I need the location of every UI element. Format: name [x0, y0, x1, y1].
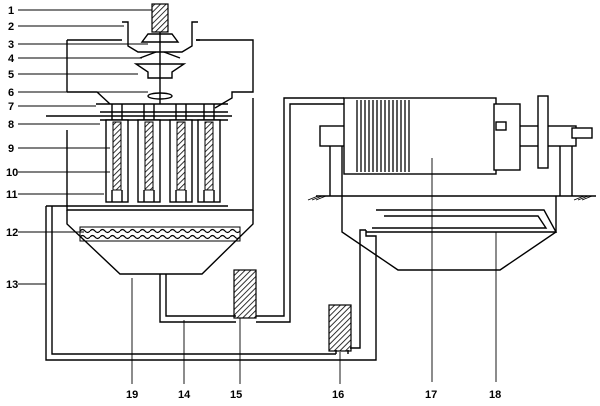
label-14: 14	[178, 389, 191, 401]
label-2: 2	[8, 21, 14, 33]
tube-3	[169, 104, 193, 203]
tube-4	[197, 104, 221, 203]
filter-layer	[79, 226, 241, 242]
label-6: 6	[8, 87, 14, 99]
label-17: 17	[425, 389, 437, 401]
tube-bank	[46, 103, 232, 207]
tube-1	[105, 104, 129, 203]
drum-filter	[307, 95, 596, 382]
label-1: 1	[8, 5, 14, 17]
label-19: 19	[126, 389, 138, 401]
pump-15	[233, 269, 257, 319]
pump-16	[328, 304, 352, 352]
label-15: 15	[230, 389, 242, 401]
label-9: 9	[8, 143, 14, 155]
label-3: 3	[8, 39, 14, 51]
label-4: 4	[8, 53, 15, 65]
label-12: 12	[6, 227, 18, 239]
label-10: 10	[6, 167, 18, 179]
leader-lines	[18, 9, 341, 384]
label-18: 18	[489, 389, 501, 401]
pipe-network	[45, 97, 377, 361]
label-16: 16	[332, 389, 344, 401]
label-11: 11	[6, 189, 18, 201]
label-group: 1 2 3 4 5 6 7 8 9 10 11 12 13 19 14 15 1…	[6, 5, 501, 401]
tube-2	[137, 104, 161, 203]
left-tank	[66, 39, 254, 275]
label-7: 7	[8, 101, 14, 113]
label-13: 13	[6, 279, 18, 291]
motor	[151, 3, 169, 33]
label-5: 5	[8, 69, 14, 81]
stirrer-assembly	[120, 3, 200, 104]
label-8: 8	[8, 119, 14, 131]
